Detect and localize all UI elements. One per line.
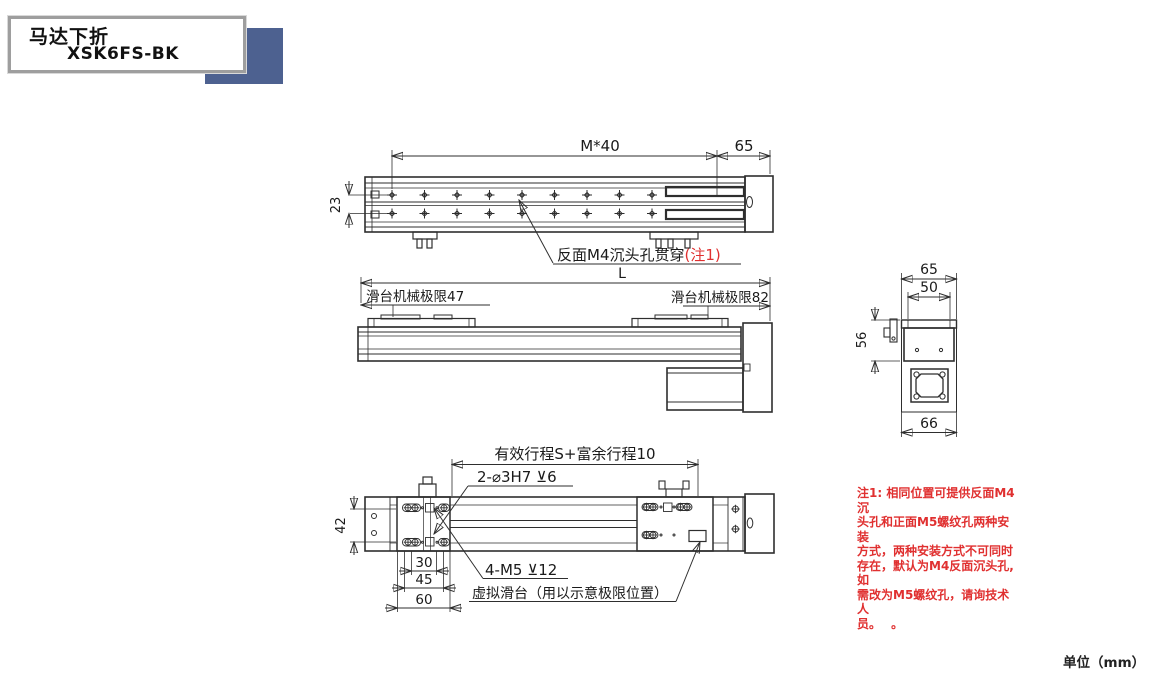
pin-hole-callout: 2-⌀3H7 ⊻6 [477,468,557,486]
end-view: 65 50 [855,262,957,437]
m5-thread-callout: 4-M5 ⊻12 [485,561,557,579]
dim-66-label: 66 [920,416,938,432]
note-line: 员。 。 [857,616,904,631]
dim-50-label: 50 [920,280,938,296]
dim-42-label: 42 [334,517,349,534]
dim-length-label: L [618,266,626,282]
note-line: 存在，默认为M4反面沉头孔,如 [857,558,1014,588]
back-hole-callout: 反面M4沉头孔贯穿(注1) [557,246,721,264]
limit-right-label: 滑台机械极限82 [671,290,769,306]
bottom-view: 有效行程S+富余行程10 2-⌀3H7 ⊻6 4-M5 ⊻12 42 [334,445,775,612]
virtual-slider-callout: 虚拟滑台（用以示意极限位置） [472,585,668,602]
dim-23-label: 23 [329,197,344,214]
limit-left-label: 滑台机械极限47 [366,289,464,305]
note-line: 头孔和正面M5螺纹孔两种安装 [857,515,1010,544]
dim-m40-label: M*40 [580,137,620,155]
note-line: 需改为M5螺纹孔，请询技术人 [857,587,1010,617]
title-block: 马达下折 XSK6FS-BK [8,16,246,73]
dim-60-label: 60 [415,592,432,608]
dim-65-end-label: 65 [920,262,938,278]
top-view: M*40 65 23 反面M4沉头孔贯穿(注1) [329,137,774,265]
dim-56-label: 56 [855,332,870,349]
dim-30-label: 30 [415,555,432,571]
dim-stroke-label: 有效行程S+富余行程10 [494,445,655,463]
note-line: 注1: 相同位置可提供反面M4沉 [857,486,1015,515]
drawing-variant-title: 马达下折 [29,26,110,48]
dim-45-label: 45 [415,572,432,588]
side-view: L 滑台机械极限47 滑台机械极限82 [357,266,773,413]
dim-65-top-label: 65 [734,137,753,155]
model-number: XSK6FS-BK [67,44,179,64]
unit-label: 单位（mm） [1063,655,1146,671]
note-line: 方式，两种安装方式不可同时 [857,544,1014,558]
technical-note: 注1: 相同位置可提供反面M4沉 头孔和正面M5螺纹孔两种安装 方式，两种安装方… [857,486,1021,631]
